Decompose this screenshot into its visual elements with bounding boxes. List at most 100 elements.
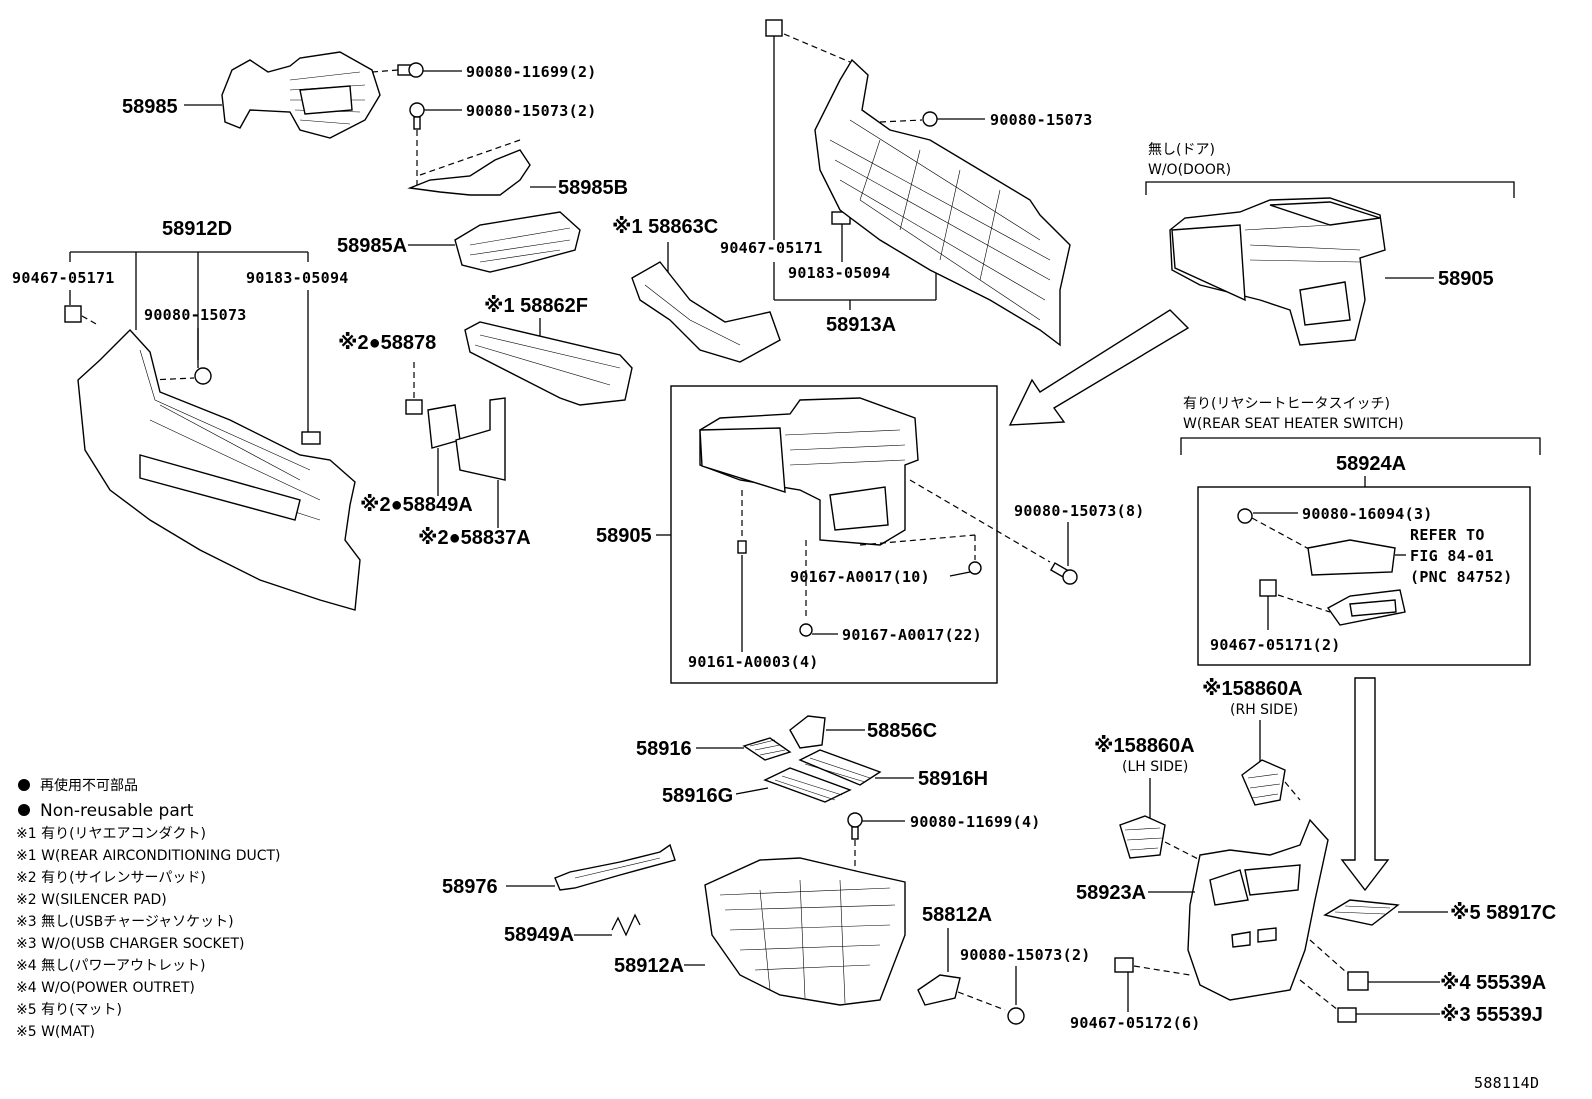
label-90080-15073-b[interactable]: 90080-15073: [990, 111, 1093, 129]
label-90080-15073-8[interactable]: 90080-15073(8): [1014, 502, 1145, 520]
arrow-down-icon: [1340, 677, 1390, 892]
label-90161-A0003-4[interactable]: 90161-A0003(4): [688, 653, 819, 671]
label-58878[interactable]: ※2●58878: [338, 332, 436, 354]
bolt-icon: [847, 812, 863, 840]
switch-icon: [1307, 539, 1396, 576]
label-58949A[interactable]: 58949A: [504, 924, 574, 946]
label-58916H[interactable]: 58916H: [918, 768, 988, 790]
screw-icon: [799, 623, 813, 637]
legend-8: ※4 無し(パワーアウトレット): [16, 958, 205, 974]
label-90080-15073-2b[interactable]: 90080-15073(2): [960, 946, 1091, 964]
label-58985B[interactable]: 58985B: [558, 177, 628, 199]
label-90183-05094-a[interactable]: 90183-05094: [246, 269, 349, 287]
wo-door-en: W/O(DOOR): [1148, 162, 1231, 178]
w-heater-en: W(REAR SEAT HEATER SWITCH): [1183, 416, 1404, 432]
part-58856C-drawing: [789, 715, 826, 749]
part-58949A-drawing: [611, 913, 641, 937]
label-58912D[interactable]: 58912D: [162, 218, 232, 240]
rh-side: (RH SIDE): [1230, 702, 1298, 718]
part-58863C-drawing: [631, 261, 781, 363]
clip-icon: [64, 305, 82, 323]
bolt-icon: [1049, 562, 1078, 585]
label-90167-A0017-22[interactable]: 90167-A0017(22): [842, 626, 982, 644]
label-58916[interactable]: 58916: [636, 738, 692, 760]
legend-5: ※2 W(SILENCER PAD): [16, 892, 167, 908]
label-58924A[interactable]: 58924A: [1336, 453, 1406, 475]
part-58985A-drawing: [454, 211, 581, 273]
label-90080-11699-4[interactable]: 90080-11699(4): [910, 813, 1041, 831]
part-58976-drawing: [554, 843, 676, 891]
clip-icon: [1114, 957, 1134, 973]
label-90467-05171-b[interactable]: 90467-05171: [720, 239, 823, 257]
label-58905-box[interactable]: 58905: [596, 525, 652, 547]
label-58985[interactable]: 58985: [122, 96, 178, 118]
part-58812A-drawing: [917, 974, 961, 1006]
label-55539J[interactable]: ※3 55539J: [1440, 1004, 1543, 1026]
legend-9: ※4 W/O(POWER OUTRET): [16, 980, 195, 996]
bolt-icon: [922, 111, 938, 127]
refer-to: REFER TO: [1410, 526, 1485, 544]
label-55539A[interactable]: ※4 55539A: [1440, 972, 1546, 994]
label-58905-top[interactable]: 58905: [1438, 268, 1494, 290]
pnc-ref: (PNC 84752): [1410, 568, 1513, 586]
label-58863C[interactable]: ※1 58863C: [612, 216, 718, 238]
legend-7: ※3 W/O(USB CHARGER SOCKET): [16, 936, 245, 952]
label-58812A[interactable]: 58812A: [922, 904, 992, 926]
clip-icon: [1259, 579, 1277, 597]
label-90080-11699-2[interactable]: 90080-11699(2): [466, 63, 597, 81]
w-heater-jp: 有り(リヤシートヒータスイッチ): [1183, 396, 1390, 412]
arrow-icon: [1008, 309, 1190, 426]
non-reusable-bullet-icon: [18, 779, 30, 791]
legend-6: ※3 無し(USBチャージャソケット): [16, 914, 234, 930]
bolt-icon: [409, 102, 425, 130]
part-58849A-drawing: [427, 404, 461, 449]
clip-icon: [765, 19, 783, 37]
legend-3: ※1 W(REAR AIRCONDITIONING DUCT): [16, 848, 281, 864]
vent-icon: [1119, 815, 1166, 859]
part-58912A-drawing: [704, 857, 906, 1006]
legend-11: ※5 W(MAT): [16, 1024, 95, 1040]
label-58856C[interactable]: 58856C: [867, 720, 937, 742]
label-90080-15073-2[interactable]: 90080-15073(2): [466, 102, 597, 120]
detail-box-58924A: [1197, 486, 1531, 666]
label-90467-05172-6[interactable]: 90467-05172(6): [1070, 1014, 1201, 1032]
bezel-icon: [1326, 589, 1406, 626]
cap-icon: [1337, 1007, 1357, 1023]
part-58916-drawing: [742, 737, 792, 761]
bolt-icon: [397, 62, 424, 78]
label-58985A[interactable]: 58985A: [337, 235, 407, 257]
label-58917C[interactable]: ※5 58917C: [1450, 902, 1556, 924]
screw-icon: [737, 540, 747, 554]
legend-2: ※1 有り(リヤエアコンダクト): [16, 826, 206, 842]
lh-side: (LH SIDE): [1122, 759, 1188, 775]
part-58917C-drawing: [1323, 899, 1400, 926]
label-90080-16094-3[interactable]: 90080-16094(3): [1302, 505, 1433, 523]
label-58860A-lh[interactable]: ※158860A: [1094, 735, 1195, 757]
label-58862F[interactable]: ※1 58862F: [484, 295, 588, 317]
part-58916H-drawing: [798, 749, 882, 786]
screw-icon: [968, 561, 982, 575]
label-90467-05171-2[interactable]: 90467-05171(2): [1210, 636, 1341, 654]
label-58913A[interactable]: 58913A: [826, 314, 896, 336]
label-58923A[interactable]: 58923A: [1076, 882, 1146, 904]
part-58916G-drawing: [763, 767, 852, 803]
label-58916G[interactable]: 58916G: [662, 785, 733, 807]
non-reusable-bullet-icon: [18, 804, 30, 816]
label-90467-05171-a[interactable]: 90467-05171: [12, 269, 115, 287]
part-58905-drawing: [1169, 197, 1386, 346]
label-58976[interactable]: 58976: [442, 876, 498, 898]
legend-10: ※5 有り(マット): [16, 1002, 122, 1018]
label-58860A-rh[interactable]: ※158860A: [1202, 678, 1303, 700]
part-58985-drawing: [221, 51, 381, 139]
fig-ref[interactable]: FIG 84-01: [1410, 547, 1494, 565]
part-58912D-drawing: [77, 328, 361, 611]
label-58912A[interactable]: 58912A: [614, 955, 684, 977]
label-58837A[interactable]: ※2●58837A: [418, 527, 531, 549]
label-58849A[interactable]: ※2●58849A: [360, 494, 473, 516]
part-58837A-drawing: [455, 397, 506, 481]
label-90167-A0017-10[interactable]: 90167-A0017(10): [790, 568, 930, 586]
label-90080-15073-a[interactable]: 90080-15073: [144, 306, 247, 324]
part-58923A-drawing: [1187, 818, 1329, 1001]
label-90183-05094-b[interactable]: 90183-05094: [788, 264, 891, 282]
